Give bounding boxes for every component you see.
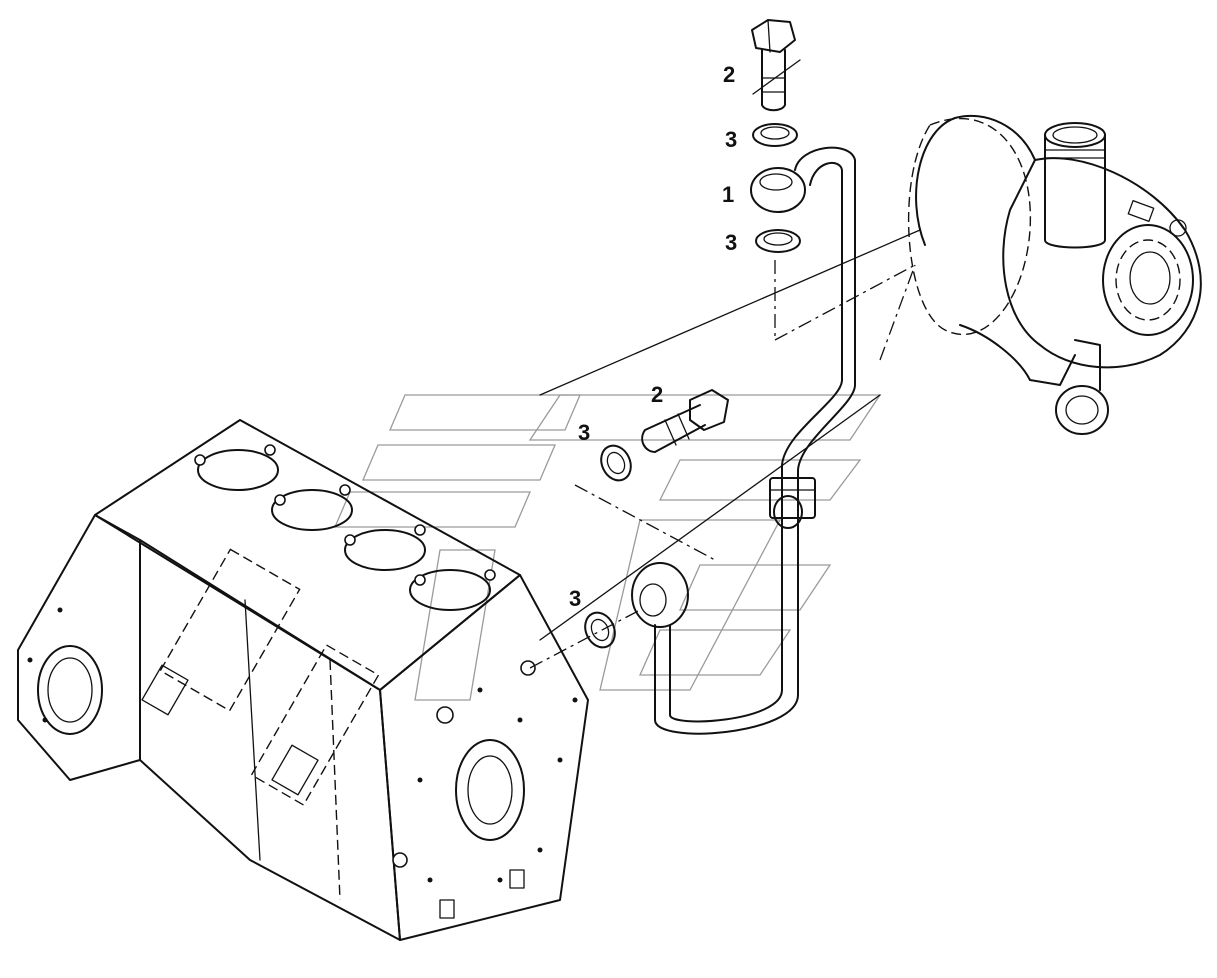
washer-mid-part (600, 444, 632, 482)
callout-washer-top-lower: 3 (725, 230, 737, 255)
callout-washer-top-upper: 3 (725, 127, 737, 152)
callouts: 2 3 1 3 2 3 3 (569, 59, 801, 611)
callout-bolt-top: 2 (723, 62, 735, 87)
washer-top-lower-part (755, 229, 801, 253)
assembly-centerlines (529, 229, 921, 669)
oil-feed-pipe (631, 146, 856, 735)
bolt-top-part (751, 19, 796, 112)
turbocharger (907, 114, 1202, 435)
callout-washer-mid: 3 (578, 420, 590, 445)
callout-banjo-top: 1 (722, 182, 734, 207)
washer-top-upper-part (752, 123, 798, 147)
washer-low-part (584, 611, 616, 649)
callout-bolt-mid: 2 (651, 382, 663, 407)
bolt-mid-part (641, 389, 729, 453)
engine-block (17, 419, 589, 941)
banjo-top-part (750, 167, 806, 213)
callout-washer-low: 3 (569, 586, 581, 611)
